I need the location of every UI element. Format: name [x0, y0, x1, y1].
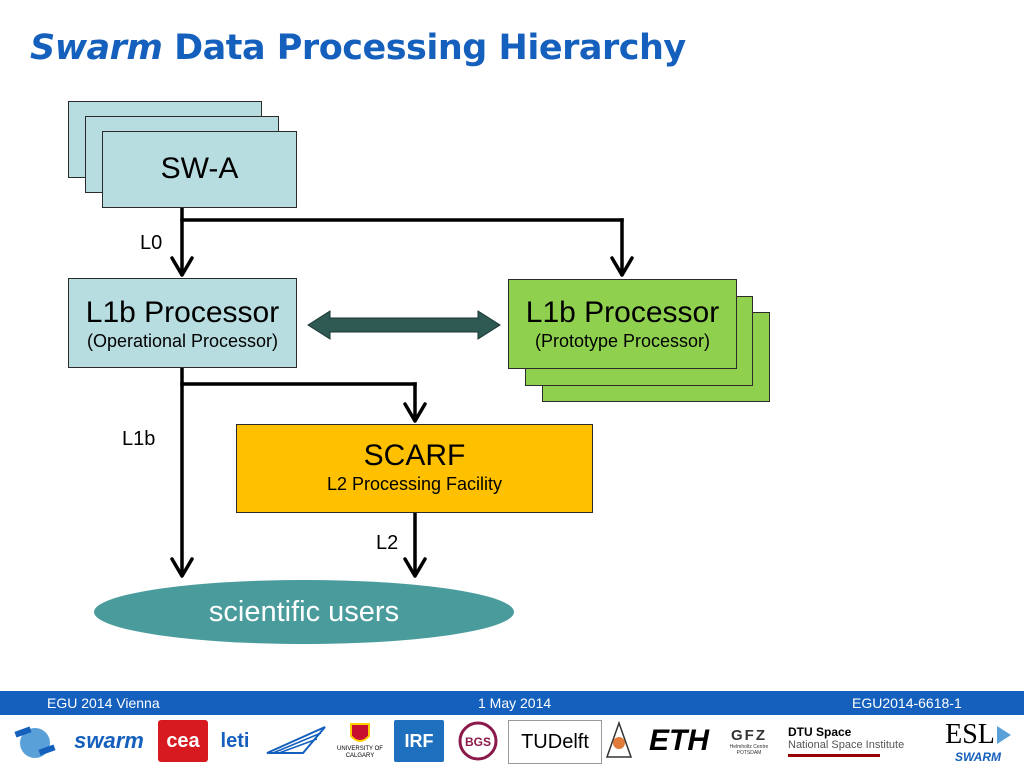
- cea-logo-text: cea: [166, 729, 200, 752]
- arrowhead-users-right: [403, 557, 427, 578]
- page-title: Swarm Data Processing Hierarchy: [30, 28, 686, 68]
- eth-logo-text: ETH: [649, 724, 709, 757]
- swa-box: SW-A: [102, 131, 297, 208]
- gfz-logo: GFZ Helmholtz Centre POTSDAM: [724, 720, 774, 762]
- gfz-logo-text: GFZ: [731, 726, 767, 744]
- dtu-logo-bar: [788, 754, 880, 757]
- edge-label-l1b: L1b: [122, 428, 156, 450]
- scientific-users-ellipse: scientific users: [94, 580, 514, 644]
- l1b-prototype-sub: (Prototype Processor): [534, 331, 711, 351]
- esl-arrow-icon: [996, 726, 1011, 744]
- calgary-logo: UNIVERSITY OF CALGARY: [336, 720, 384, 762]
- footer-center: 1 May 2014: [478, 695, 552, 711]
- esl-logo: ESL SWARM: [940, 719, 1016, 764]
- double-arrow: [307, 310, 501, 340]
- eth-logo: ETH: [642, 720, 716, 762]
- ipgp-logo: [604, 720, 634, 762]
- l1b-prototype-label: L1b Processor: [525, 296, 720, 329]
- arrowhead-scarf: [403, 402, 427, 423]
- swa-label: SW-A: [160, 152, 239, 185]
- scarf-sub: L2 Processing Facility: [326, 474, 503, 494]
- dtu-logo-sub: National Space Institute: [788, 739, 905, 751]
- l1b-operational-box: L1b Processor (Operational Processor): [68, 278, 297, 368]
- swarm-logo-text: swarm: [74, 728, 144, 753]
- satellite-logo: [10, 720, 60, 762]
- title-rest: Data Processing Hierarchy: [174, 28, 686, 68]
- scarf-box: SCARF L2 Processing Facility: [236, 424, 593, 513]
- leti-logo-text: leti: [220, 729, 250, 752]
- title-italic: Swarm: [30, 28, 163, 68]
- wing-logo: [262, 720, 330, 762]
- footer-left: EGU 2014 Vienna: [47, 695, 160, 711]
- footer-right: EGU2014-6618-1: [852, 695, 962, 711]
- irf-logo-text: IRF: [404, 730, 434, 751]
- cea-logo: cea: [158, 720, 208, 762]
- esl-logo-text: ESL: [945, 719, 995, 750]
- l1b-prototype-box: L1b Processor (Prototype Processor): [508, 279, 737, 369]
- diagram-connectors: [170, 206, 634, 578]
- bgs-logo-text: BGS: [465, 735, 491, 749]
- scarf-label: SCARF: [363, 439, 466, 472]
- irf-logo: IRF: [394, 720, 444, 762]
- esl-logo-sub: SWARM: [955, 750, 1001, 764]
- calgary-logo-text: UNIVERSITY OF CALGARY: [337, 746, 383, 759]
- l1b-operational-sub: (Operational Processor): [86, 331, 279, 351]
- arrowhead-proto: [610, 256, 634, 277]
- tudelft-logo-text: TUDelft: [521, 730, 589, 753]
- arrowhead-users-left: [170, 557, 194, 578]
- l1b-operational-label: L1b Processor: [85, 296, 280, 329]
- edge-label-l2: L2: [376, 532, 399, 554]
- arrowhead-op: [170, 256, 194, 277]
- bgs-logo: BGS: [456, 720, 500, 762]
- leti-logo: leti: [212, 720, 258, 762]
- swarm-logo: swarm: [66, 720, 152, 762]
- tudelft-logo: TUDelft: [508, 720, 602, 764]
- dtu-logo: DTU Space National Space Institute: [788, 720, 920, 762]
- gfz-logo-sub: Helmholtz Centre POTSDAM: [729, 743, 769, 756]
- edge-label-l0: L0: [140, 232, 163, 254]
- dtu-logo-text: DTU Space: [788, 725, 852, 739]
- footer-bar: EGU 2014 Vienna 1 May 2014 EGU2014-6618-…: [0, 691, 1024, 715]
